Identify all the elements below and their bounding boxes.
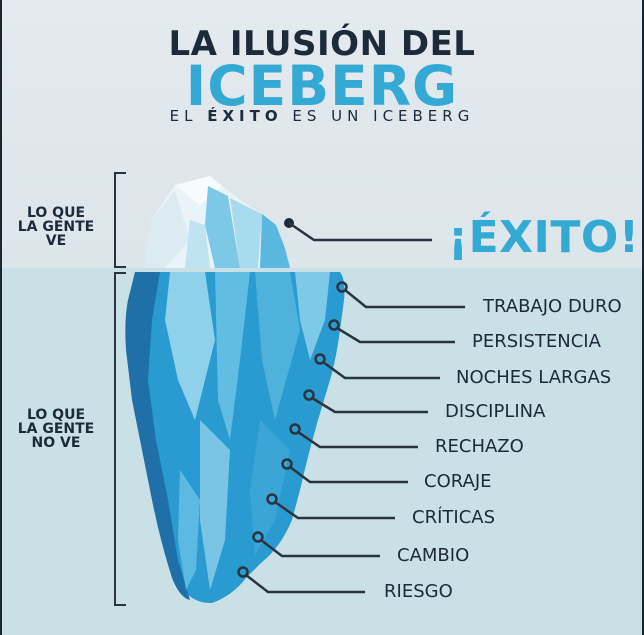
right-edge (642, 0, 644, 635)
hidden-connectors (237, 281, 465, 594)
hidden-item-label: CORAJE (424, 471, 492, 492)
hidden-section-label: LO QUE LA GENTE NO VE (14, 408, 98, 450)
hidden-item-label: RIESGO (384, 581, 453, 602)
hidden-item-label: CRÍTICAS (412, 507, 495, 528)
sky-background (0, 0, 644, 268)
hidden-label-line: LA GENTE (17, 421, 95, 437)
hidden-item-label: RECHAZO (435, 436, 524, 457)
visible-label-line: VE (45, 233, 67, 249)
subtitle-prefix: EL (169, 107, 208, 125)
hidden-label-line: NO VE (31, 435, 81, 451)
hidden-item-label: TRABAJO DURO (483, 296, 622, 317)
hidden-item-label: DISCIPLINA (445, 401, 546, 422)
hidden-item-label: PERSISTENCIA (472, 331, 601, 352)
visible-section-label: LO QUE LA GENTE VE (14, 206, 98, 248)
iceberg-tip (145, 176, 290, 268)
visible-label-line: LO QUE (26, 205, 86, 221)
visible-bracket (114, 172, 126, 268)
title-line-1: LA ILUSIÓN DEL (168, 24, 476, 64)
success-label: ¡ÉXITO! (448, 212, 640, 263)
left-edge (0, 0, 2, 635)
subtitle-bold: ÉXITO (207, 107, 283, 125)
visible-label-line: LA GENTE (17, 219, 95, 235)
tip-connector (284, 218, 432, 242)
subtitle: EL ÉXITO ES UN ICEBERG (0, 107, 644, 125)
hidden-bracket (114, 272, 126, 606)
hidden-item-label: NOCHES LARGAS (456, 367, 612, 388)
hidden-item-label: CAMBIO (397, 545, 470, 566)
hidden-label-line: LO QUE (26, 407, 86, 423)
title-iceberg: ICEBERG (185, 54, 459, 118)
iceberg-underwater (125, 272, 345, 604)
subtitle-suffix: ES UN ICEBERG (282, 107, 475, 125)
